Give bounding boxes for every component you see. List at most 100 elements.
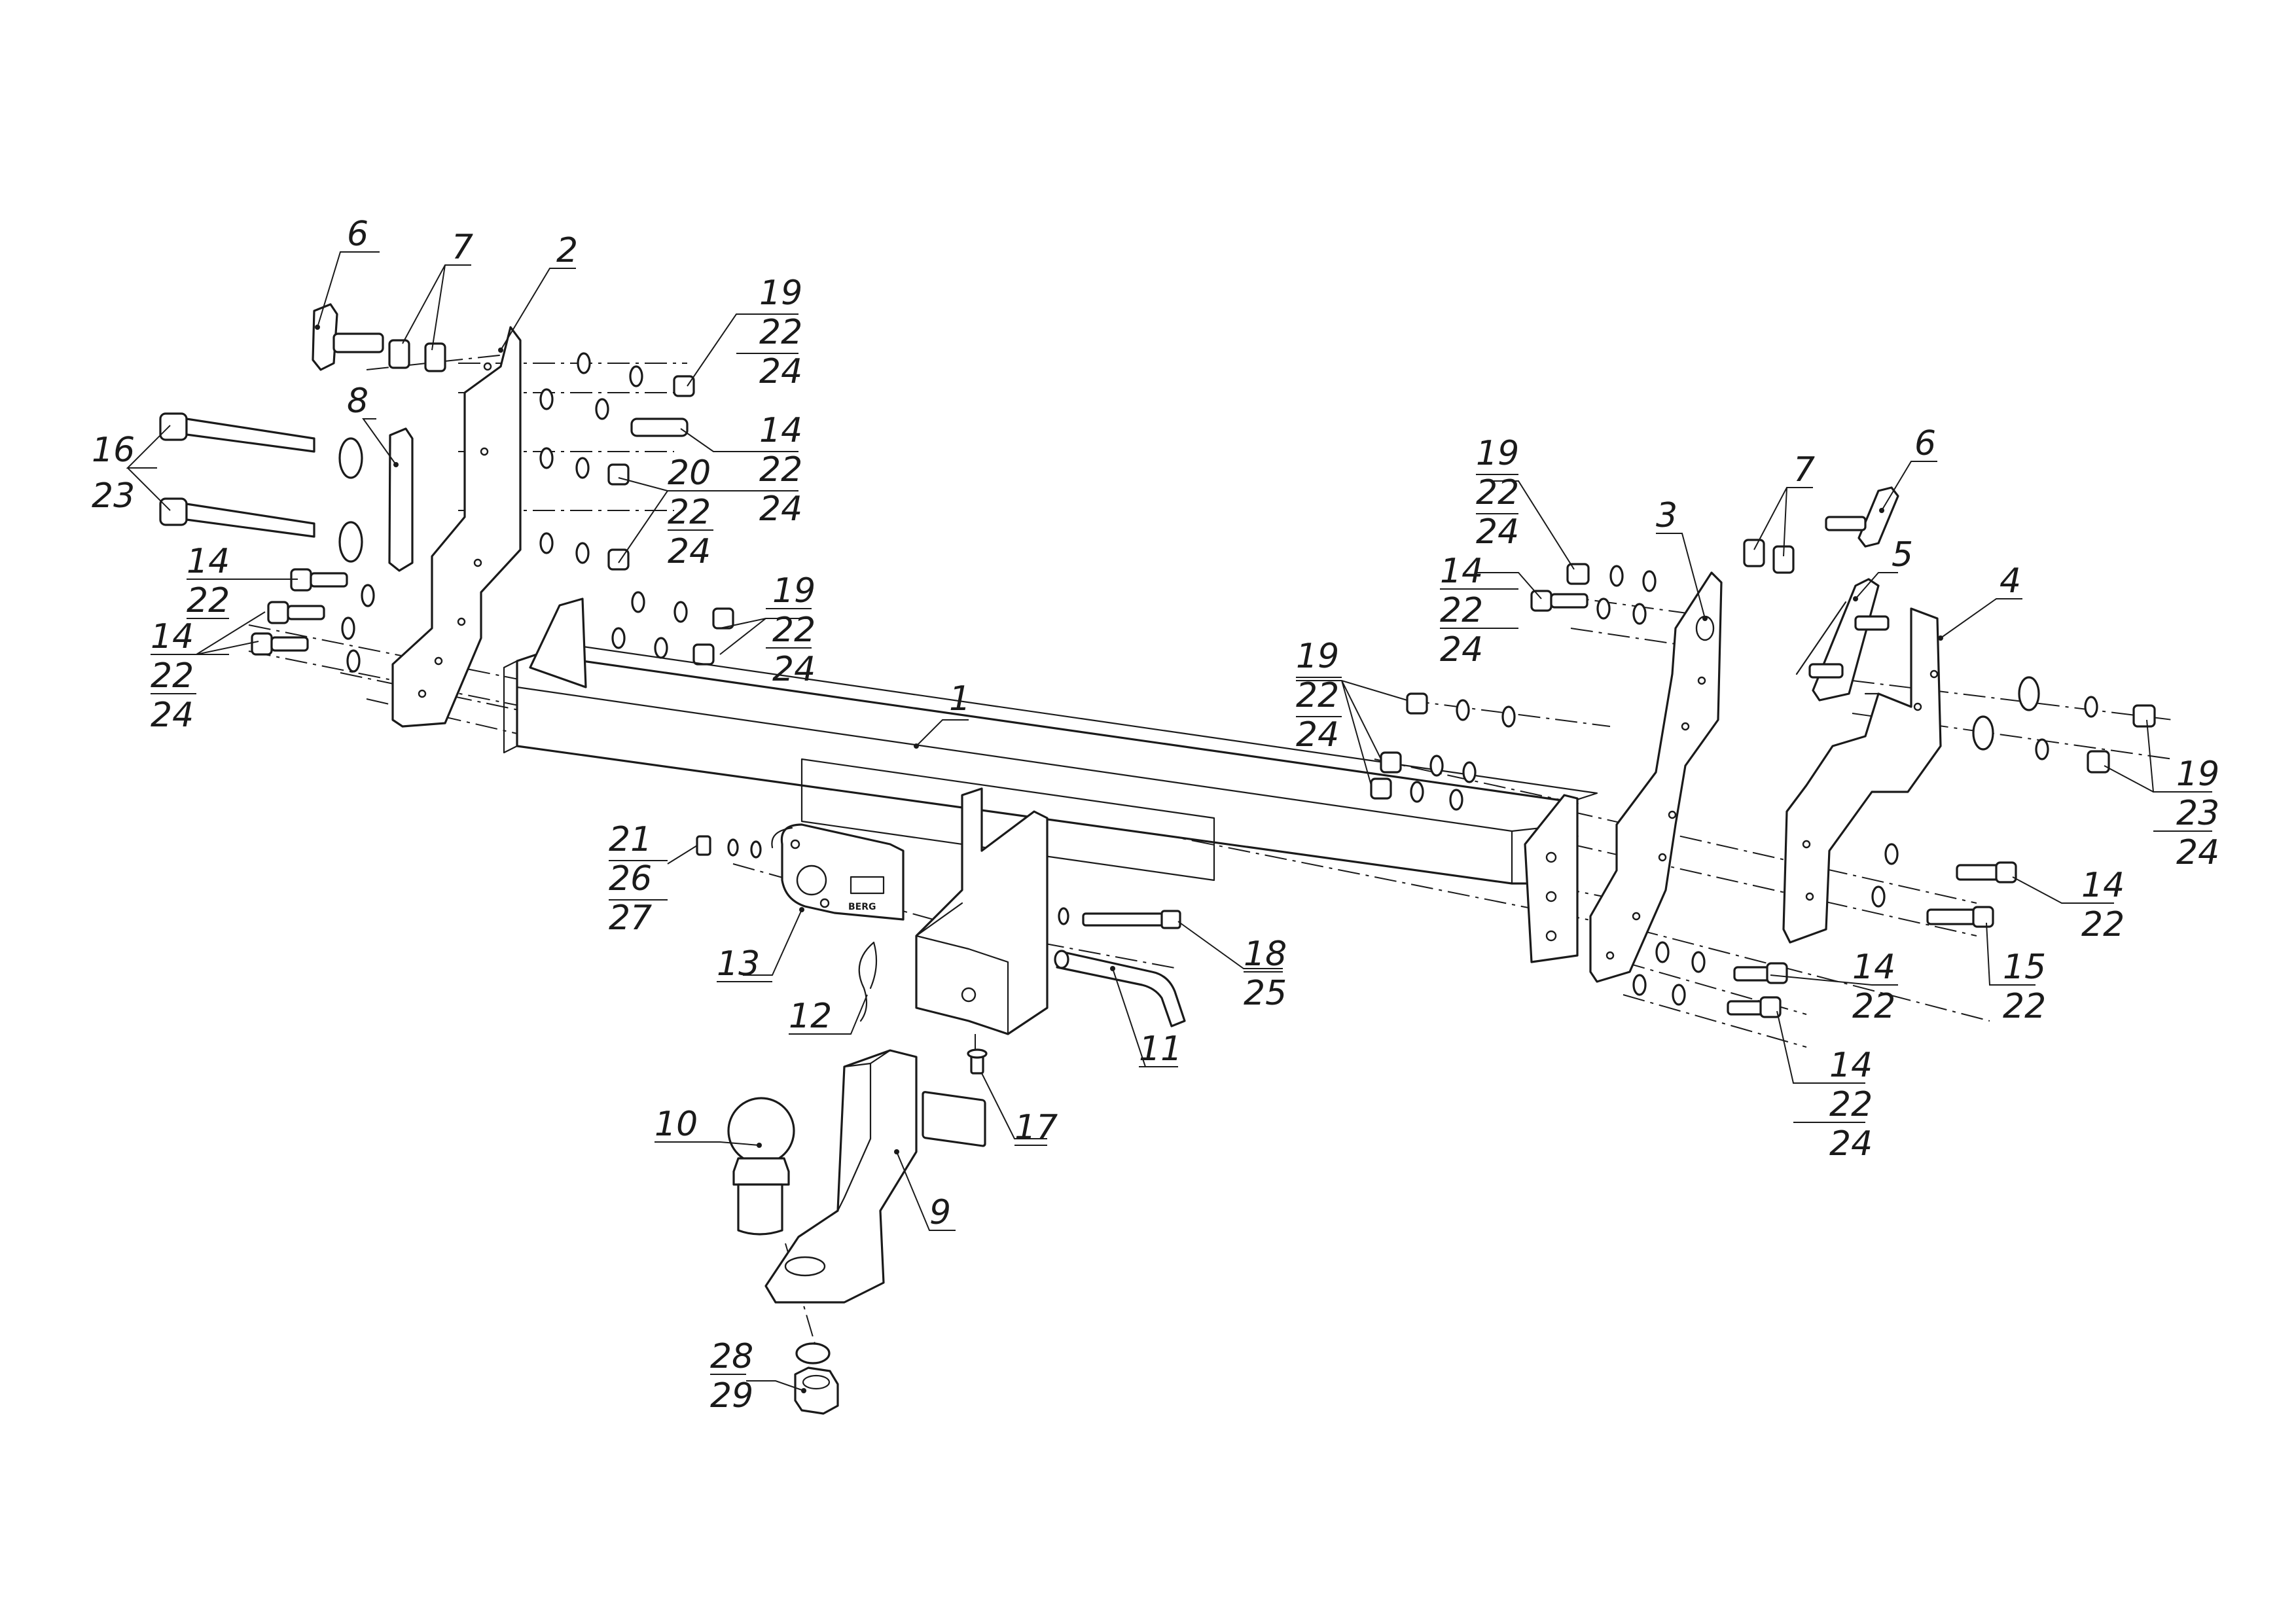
callout-label: 10 (655, 1105, 698, 1144)
svg-text:24: 24 (1829, 1124, 1873, 1164)
socket-stamp: BERG (848, 902, 876, 912)
tow-ball (727, 1097, 795, 1236)
callout-label: 14 22 (1852, 948, 1895, 1026)
callout-label: 2 (556, 231, 578, 270)
left-bolts (251, 568, 375, 673)
svg-text:6: 6 (1914, 424, 1936, 463)
svg-text:13: 13 (717, 944, 760, 984)
svg-text:25: 25 (1244, 974, 1287, 1013)
svg-text:24: 24 (2176, 833, 2219, 872)
svg-text:24: 24 (151, 696, 194, 735)
left-square-nut (424, 342, 446, 372)
svg-text:14: 14 (1852, 948, 1895, 987)
svg-text:24: 24 (668, 532, 711, 571)
callout-label: 14 22 24 (1440, 552, 1483, 669)
callout-label: 15 22 (2003, 948, 2046, 1026)
callout-label: 12 (789, 997, 832, 1036)
svg-text:22: 22 (2081, 905, 2125, 944)
svg-text:14: 14 (151, 617, 194, 656)
svg-text:14: 14 (759, 411, 802, 450)
svg-text:22: 22 (151, 656, 194, 696)
callout-label: 9 (929, 1193, 951, 1232)
callout-label: 13 (717, 944, 760, 984)
callout-label: 14 22 24 (151, 617, 194, 735)
left-washers-nuts (539, 352, 734, 666)
svg-text:12: 12 (789, 997, 832, 1036)
left-mounting-assembly (159, 303, 734, 728)
svg-text:22: 22 (187, 581, 230, 620)
svg-text:11: 11 (1139, 1029, 1182, 1069)
svg-text:22: 22 (772, 611, 816, 650)
callout-label: 1 (949, 679, 971, 719)
callout-label: 11 (1139, 1029, 1182, 1069)
right-fasteners (1370, 563, 2156, 1018)
spring-clip (858, 941, 878, 1022)
callout-label: 19 23 24 (2176, 755, 2219, 872)
svg-text:1: 1 (949, 679, 971, 719)
left-long-bolts (159, 412, 363, 563)
ball-mount (764, 1049, 918, 1304)
svg-text:3: 3 (1656, 496, 1677, 535)
receiver-assembly: BERG (696, 787, 1186, 1415)
svg-text:9: 9 (929, 1193, 951, 1232)
svg-text:17: 17 (1014, 1108, 1058, 1147)
callout-label: 20 22 24 (668, 454, 711, 571)
svg-text:22: 22 (668, 493, 711, 532)
svg-text:19: 19 (759, 274, 802, 313)
callout-label: 17 (1014, 1108, 1058, 1147)
ball-washer (795, 1342, 831, 1364)
callout-label: 19 22 24 (1476, 434, 1519, 552)
svg-text:2: 2 (556, 231, 578, 270)
svg-text:29: 29 (710, 1376, 753, 1416)
callout-label: 14 22 (187, 542, 230, 620)
svg-text:22: 22 (1829, 1085, 1873, 1124)
svg-text:8: 8 (347, 382, 368, 421)
svg-text:22: 22 (759, 450, 802, 490)
svg-text:19: 19 (1476, 434, 1519, 473)
left-spacer-bar (388, 427, 414, 572)
svg-text:22: 22 (1476, 473, 1519, 512)
svg-text:16: 16 (92, 431, 135, 470)
left-square-nut (388, 339, 410, 369)
callout-label: 19 22 24 (1296, 637, 1339, 755)
svg-text:18: 18 (1244, 935, 1287, 974)
svg-text:10: 10 (655, 1105, 698, 1144)
svg-text:5: 5 (1892, 535, 1913, 575)
svg-text:6: 6 (347, 215, 368, 254)
svg-text:27: 27 (609, 899, 652, 938)
callout-label: 7 (1793, 450, 1815, 490)
svg-text:28: 28 (710, 1337, 753, 1376)
callout-label: 19 22 24 (759, 274, 802, 391)
right-hook-bracket (1782, 607, 1942, 944)
svg-text:22: 22 (759, 313, 802, 352)
callout-label: 4 (2000, 562, 2021, 601)
svg-text:20: 20 (668, 454, 711, 493)
svg-text:7: 7 (1793, 450, 1815, 490)
svg-text:22: 22 (1852, 987, 1895, 1026)
svg-text:23: 23 (2176, 794, 2219, 833)
callout-underlines (128, 251, 2212, 1375)
callout-label: 14 22 24 (759, 411, 802, 529)
svg-text:24: 24 (1296, 715, 1339, 755)
callout-label: 28 29 (710, 1337, 753, 1416)
svg-text:15: 15 (2003, 948, 2046, 987)
svg-text:7: 7 (452, 228, 473, 267)
right-side-plate (1589, 571, 1723, 983)
callout-labels: 6 7 2 19 22 24 16 23 8 14 22 24 20 22 24 (92, 215, 2219, 1416)
callout-label: 8 (347, 382, 368, 421)
svg-text:21: 21 (609, 820, 652, 859)
svg-text:14: 14 (187, 542, 230, 581)
svg-text:19: 19 (1296, 637, 1339, 676)
callout-label: 7 (452, 228, 473, 267)
svg-text:14: 14 (1440, 552, 1483, 591)
callout-label: 18 25 (1244, 935, 1287, 1013)
right-mounting-assembly (1370, 486, 2156, 1018)
svg-text:22: 22 (2003, 987, 2046, 1026)
callout-label: 6 (347, 215, 368, 254)
svg-text:14: 14 (1829, 1046, 1873, 1085)
svg-text:14: 14 (2081, 866, 2125, 905)
left-side-plate (391, 326, 522, 728)
svg-text:24: 24 (759, 352, 802, 391)
svg-text:4: 4 (2000, 562, 2021, 601)
